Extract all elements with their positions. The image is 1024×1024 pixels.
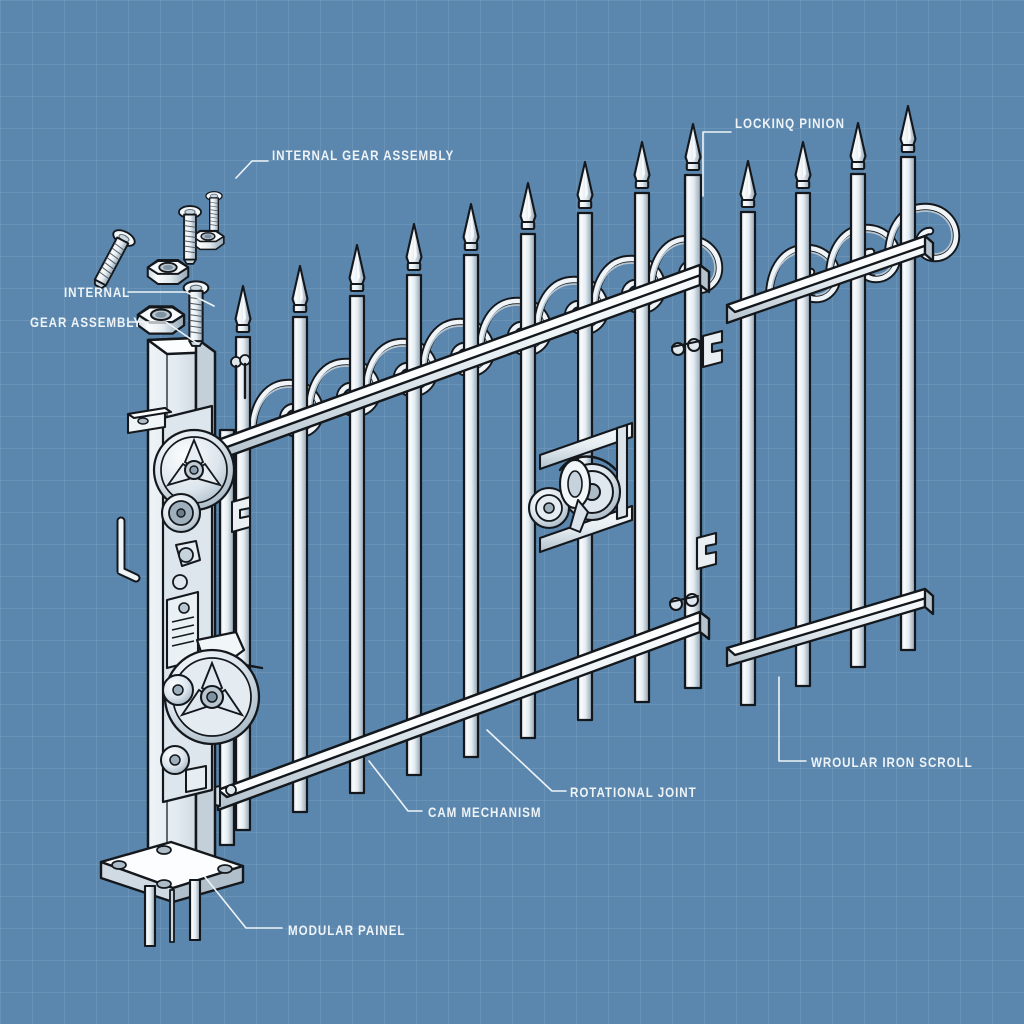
gate-panel [209,122,724,847]
fence-panel-right [725,104,956,707]
leader-line [368,760,423,812]
callout-locking-pinion: LOCKINQ PINION [702,116,845,197]
l-pin [116,516,141,583]
cam-gear-cluster [527,455,622,533]
gear-large-upper [152,428,236,512]
gate-bar [291,264,309,814]
callout-internal-line1: INTERNAL [64,285,215,307]
gate-bar [462,202,480,759]
callout-label: WROULAR IRON SCROLL [811,755,973,770]
gear-pinion-upper [160,492,202,534]
leader-line [128,321,199,345]
callout-label: INTERNAL [64,285,130,300]
rack-block [165,590,200,670]
callout-layer: INTERNAL GEAR ASSEMBLY LOCKINQ PINION INTE… [30,116,973,938]
callout-label: CAM MECHANISM [428,805,541,820]
gate-bar [348,243,366,795]
leader-line [204,876,283,929]
cam-mechanism-assembly [527,421,634,554]
gear-linkage [172,540,201,590]
stile-pin-upper [230,354,251,402]
callout-label: ROTATIONAL JOINT [570,785,697,800]
hinge-bracket-lower [669,531,718,611]
fence-bottom-rail [725,587,935,668]
stile-pin-lower [225,784,237,796]
internal-gear-train [152,428,264,793]
callout-internal-gear-assembly-top: INTERNAL GEAR ASSEMBLY [235,148,454,179]
gear-idler-lower [160,745,190,775]
gate-bottom-rail [209,610,711,812]
gate-post-assembly [99,336,264,948]
leader-line [778,676,807,762]
gate-bar [405,222,423,777]
post-side-bracket [126,406,173,435]
gear-large-lower [163,648,261,746]
leader-line [702,131,732,197]
gate-bar [519,181,537,740]
callout-label: INTERNAL GEAR ASSEMBLY [272,148,454,163]
fence-top-rail [725,234,935,325]
fence-bars [739,104,917,707]
callout-gear-assembly-line2: GEAR ASSEMBLY [30,315,199,345]
leader-line [486,729,567,792]
callout-label: MODULAR PAINEL [288,923,405,938]
callout-label: GEAR ASSEMBLY [30,315,142,330]
hinge-bracket-upper [671,329,724,369]
callout-label: LOCKINQ PINION [735,116,845,131]
callout-rotational-joint: ROTATIONAL JOINT [486,729,697,800]
post-base-plate [99,840,245,948]
callout-modular-panel: MODULAR PAINEL [204,876,405,938]
base-plate-holes [111,845,233,889]
leader-line [235,160,269,179]
gate-bars [234,122,703,832]
hex-nut-top [191,229,225,251]
hex-nut-mid [146,259,190,285]
gate-bar [633,140,651,704]
anchor-pins [143,878,202,948]
gear-idler-left [162,674,194,706]
stile-bracket-upper [231,496,251,533]
callout-cam-mechanism: CAM MECHANISM [368,760,541,820]
callout-wrought-iron-scroll: WROULAR IRON SCROLL [778,676,973,770]
leader-line [127,291,215,307]
